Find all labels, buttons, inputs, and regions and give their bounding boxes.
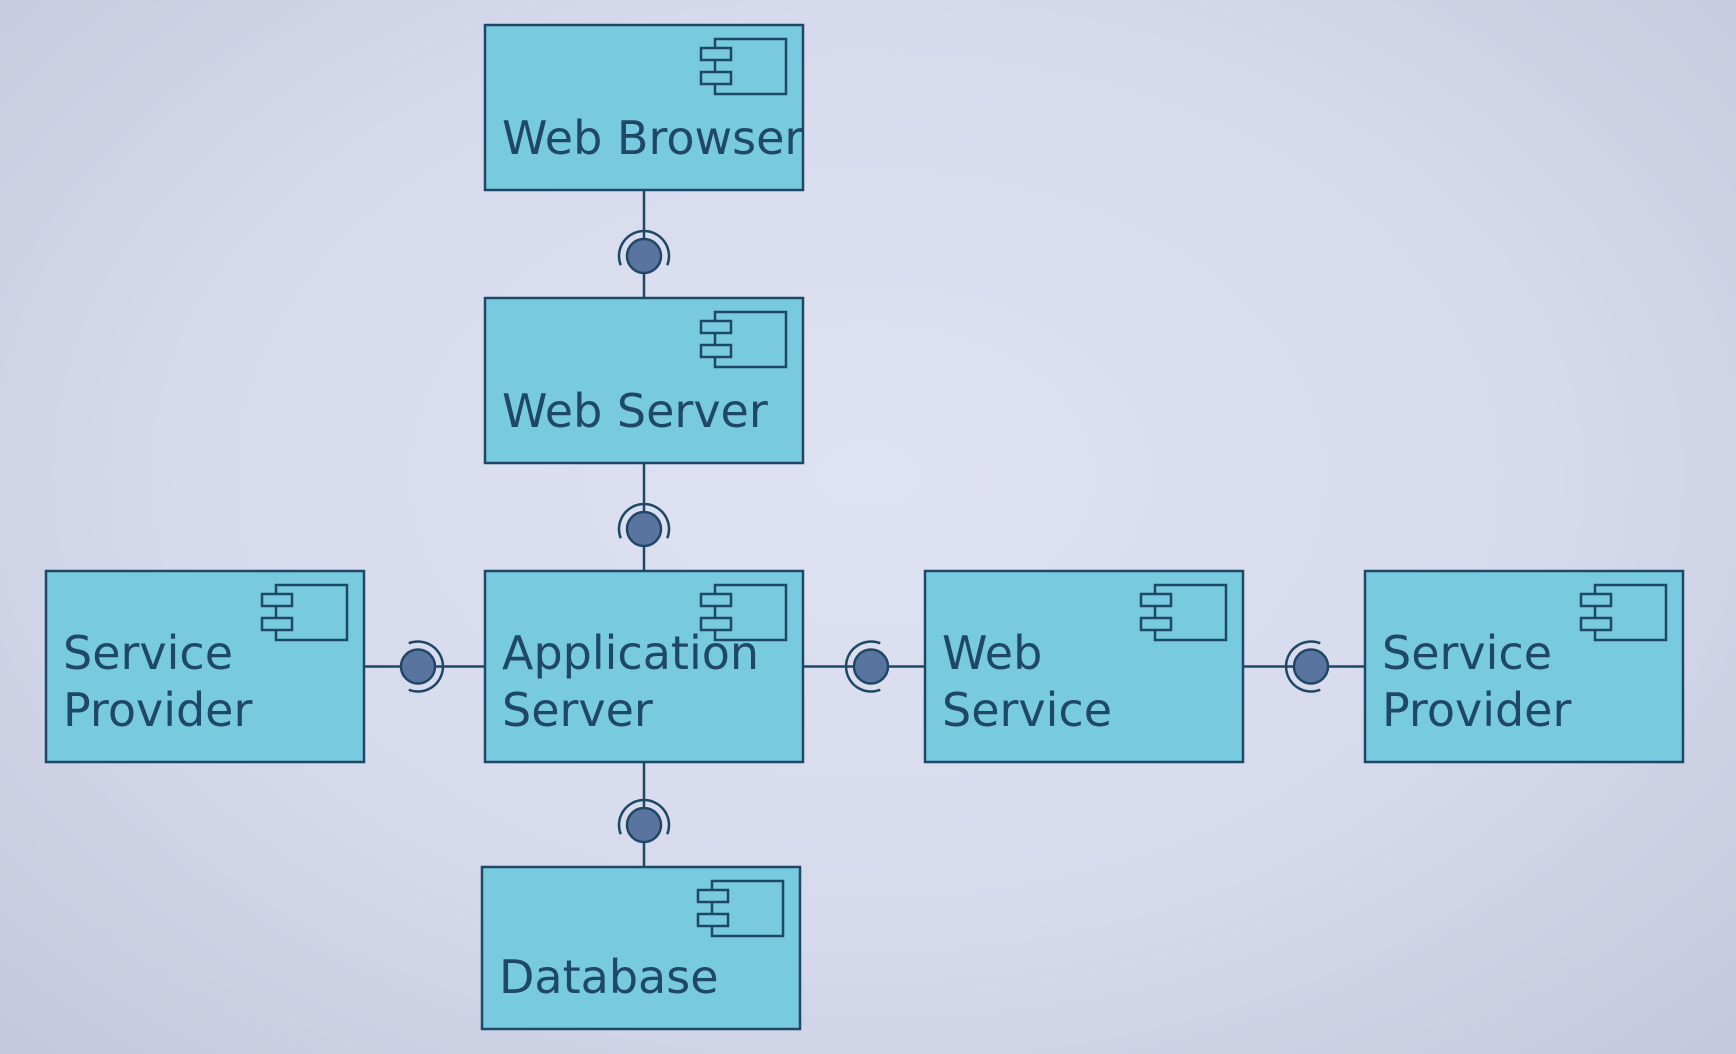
component-label-line: Service [63, 626, 233, 680]
component-label-line: Provider [1382, 683, 1571, 737]
interface-connector [364, 640, 485, 693]
uml-component-icon [260, 583, 349, 642]
component-label-line: Application [502, 626, 759, 680]
provided-interface-ball [1292, 648, 1330, 685]
uml-component-icon [1579, 583, 1668, 642]
component-box [483, 296, 805, 465]
component-box [483, 569, 805, 764]
uml-component-icon [699, 583, 788, 642]
required-interface-socket [617, 502, 671, 539]
component-database: Database [480, 865, 802, 1031]
provided-interface-ball [399, 648, 437, 685]
component-label-line: Service [1382, 626, 1552, 680]
uml-component-icon [1139, 583, 1228, 642]
interface-connector [617, 762, 671, 867]
component-label-line: Web Browser [502, 111, 803, 165]
uml-component-icon [699, 37, 788, 96]
component-box [480, 865, 802, 1031]
required-interface-socket [617, 798, 671, 835]
component-box [923, 569, 1245, 764]
component-web-browser: Web Browser [483, 23, 805, 192]
component-label-line: Database [499, 950, 719, 1004]
interface-connector [803, 640, 925, 693]
component-label-line: Server [502, 683, 653, 737]
uml-component-icon [699, 310, 788, 369]
component-label-line: Provider [63, 683, 252, 737]
required-interface-socket [408, 640, 445, 693]
uml-component-icon [696, 879, 785, 938]
required-interface-socket [617, 229, 671, 266]
interface-connector [1243, 640, 1365, 693]
required-interface-socket [1284, 640, 1321, 693]
component-label-line: Service [942, 683, 1112, 737]
component-box [1363, 569, 1685, 764]
provided-interface-ball [625, 237, 663, 275]
component-box [483, 23, 805, 192]
component-web-server: Web Server [483, 296, 805, 465]
interface-connector [617, 190, 671, 298]
component-label-line: Web [942, 626, 1042, 680]
provided-interface-ball [852, 648, 890, 685]
provided-interface-ball [625, 806, 663, 844]
component-box [44, 569, 366, 764]
interface-connector [617, 463, 671, 571]
connectors-layer [364, 190, 1365, 867]
component-label-line: Web Server [502, 384, 768, 438]
provided-interface-ball [625, 510, 663, 548]
required-interface-socket [844, 640, 881, 693]
